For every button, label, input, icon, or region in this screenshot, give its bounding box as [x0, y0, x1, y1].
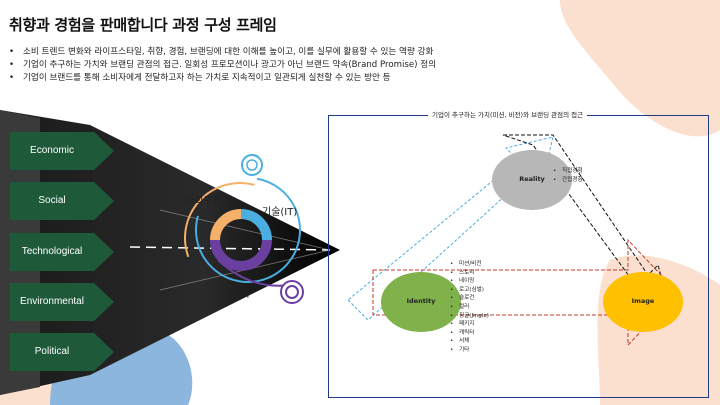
pest-arrow-technological: Technological	[10, 233, 114, 271]
image-label: Image	[631, 297, 655, 305]
technology-node-inner	[246, 159, 258, 171]
technology-node	[241, 154, 263, 176]
list-item: 기타	[450, 346, 489, 355]
peach-blob-top-right	[560, 0, 720, 137]
reality-node	[492, 150, 572, 210]
reality-items: 직접경험 간접경험	[553, 167, 583, 184]
funnel-road	[0, 110, 340, 395]
pest-arrow-political: Political	[10, 333, 114, 371]
center-ring-blue	[240, 209, 272, 241]
social-structure-arc-ring	[184, 182, 296, 294]
trend-funnel-diagram	[0, 110, 340, 395]
list-item: 서체	[450, 337, 489, 346]
list-item: 컬러	[450, 303, 489, 312]
list-item: 징글(Jingle)	[450, 312, 489, 321]
reality-label: Reality	[519, 175, 545, 183]
list-item: 네이밍	[450, 277, 489, 286]
identity-node	[381, 272, 461, 332]
media-label: 미디어	[222, 289, 250, 300]
pest-label: Technological	[21, 246, 83, 257]
pest-label: Political	[34, 346, 70, 357]
list-item: 슬로건	[450, 294, 489, 303]
objective-list: 소비 트렌드 변화와 라이프스타일, 취향, 경험, 브랜딩에 대한 이해를 높…	[9, 46, 436, 85]
list-item: 간접경험	[553, 176, 583, 185]
center-ring-orange	[210, 209, 242, 241]
technology-label: 기술(IT)	[262, 207, 298, 218]
objective-item: 기업이 브랜드를 통해 소비자에게 전달하고자 하는 가치로 지속적이고 일관되…	[9, 72, 436, 85]
brand-triangle-diagram	[347, 134, 683, 347]
identity-label: Identity	[406, 297, 436, 305]
list-item: 패키지	[450, 320, 489, 329]
panel-title: 기업이 추구하는 가치(미션, 비전)와 브랜딩 관점의 접근	[428, 109, 588, 119]
list-item: 로고(심벌)	[450, 286, 489, 295]
pest-arrow-environmental: Environmental	[10, 283, 114, 321]
list-item: 미션/비전	[450, 260, 489, 269]
media-node	[280, 280, 304, 304]
objective-item: 소비 트렌드 변화와 라이프스타일, 취향, 경험, 브랜딩에 대한 이해를 높…	[9, 46, 436, 59]
identity-items: 미션/비전 스토리 네이밍 로고(심벌) 슬로건 컬러 징글(Jingle) 패…	[450, 260, 489, 355]
list-item: 스토리	[450, 269, 489, 278]
social-structure-label: 사회구조	[185, 196, 222, 207]
objective-item: 기업이 추구하는 가치와 브랜딩 관점의 접근. 일회성 프로모션이나 광고가 …	[9, 59, 436, 72]
list-item: 직접경험	[553, 167, 583, 176]
page-title: 취향과 경험을 판매합니다 과정 구성 프레임	[9, 16, 277, 34]
pest-arrow-social: Social	[10, 182, 114, 220]
image-node	[603, 272, 683, 332]
list-item: 캐릭터	[450, 329, 489, 338]
pest-label: Economic	[30, 145, 74, 156]
center-ring-purple	[210, 239, 272, 271]
media-node-inner	[285, 285, 299, 299]
pest-label: Environmental	[20, 296, 84, 307]
pest-arrow-economic: Economic	[10, 132, 114, 170]
pest-label: Social	[38, 195, 66, 206]
